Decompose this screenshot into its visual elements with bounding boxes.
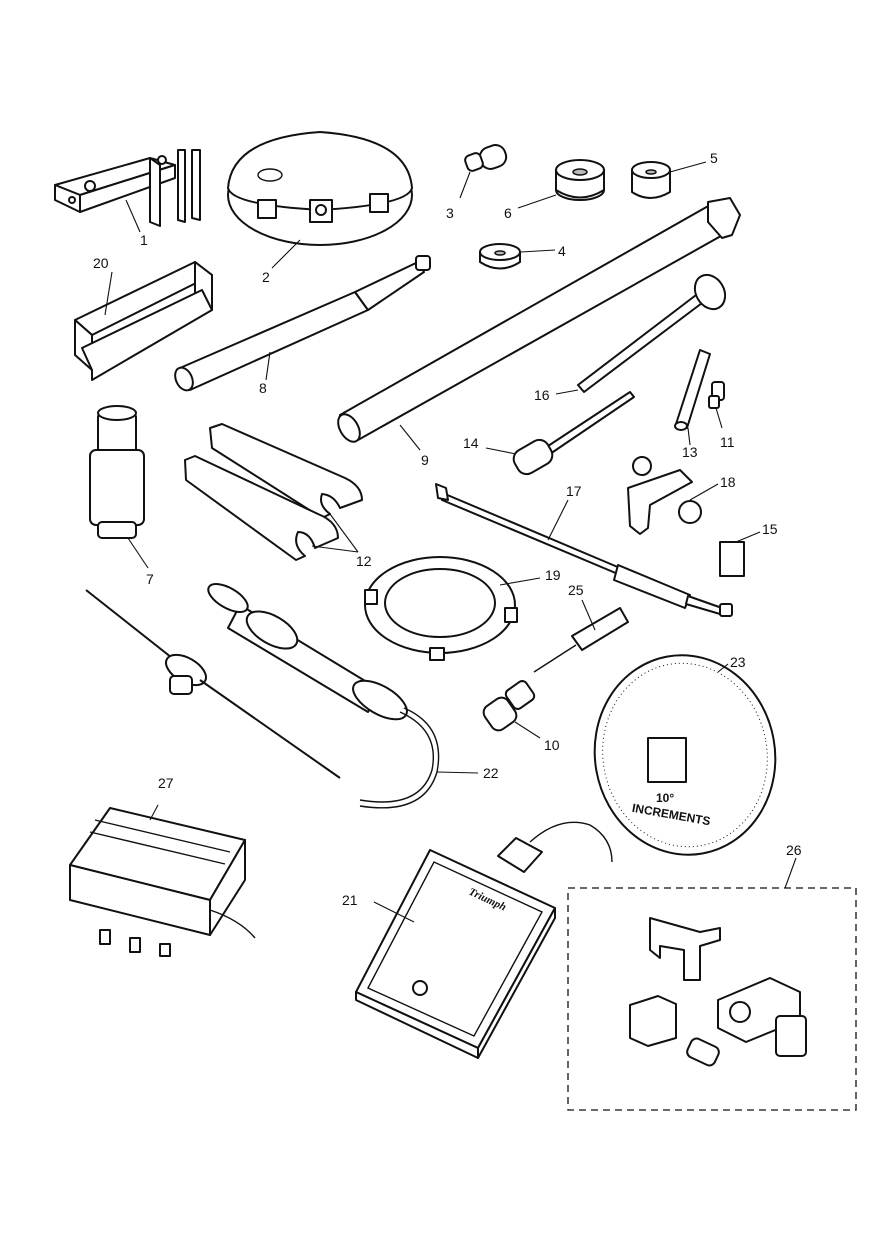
tool-27-module: 27 xyxy=(69,775,256,957)
tool-19-ring: 19 xyxy=(364,556,561,661)
tool-2-dome: 2 xyxy=(227,131,413,285)
callout-25: 25 xyxy=(568,582,584,598)
callout-22: 22 xyxy=(483,765,499,781)
tool-26-kit: 26 xyxy=(567,842,857,1111)
tool-16-shaft: 16 xyxy=(534,273,727,403)
tool-1-bracket: 1 xyxy=(54,149,201,248)
callout-9: 9 xyxy=(421,452,429,468)
tool-13-rod: 13 xyxy=(674,349,711,460)
callout-21: 21 xyxy=(342,892,358,908)
callout-5: 5 xyxy=(710,150,718,166)
callout-12: 12 xyxy=(356,553,372,569)
callout-6: 6 xyxy=(504,205,512,221)
tool-25-screwdriver: 25 xyxy=(533,582,629,673)
tool-3-plug: 3 xyxy=(446,144,508,221)
tool-4-disc: 4 xyxy=(479,243,566,270)
callout-4: 4 xyxy=(558,243,566,259)
callout-20: 20 xyxy=(93,255,109,271)
callout-23: 23 xyxy=(730,654,746,670)
dial-label-degrees: 10° xyxy=(656,791,674,805)
tool-9-tube: 9 xyxy=(337,197,741,468)
callout-14: 14 xyxy=(463,435,479,451)
tool-5-cup: 5 xyxy=(631,150,718,199)
callout-18: 18 xyxy=(720,474,736,490)
tool-20-channel: 20 xyxy=(74,255,213,381)
tool-23-dial: 10° INCREMENTS 23 xyxy=(593,654,777,856)
callout-3: 3 xyxy=(446,205,454,221)
tool-12-wrenches: 12 xyxy=(184,423,372,569)
tool-15-card: 15 xyxy=(719,521,778,577)
callout-15: 15 xyxy=(762,521,778,537)
callout-11: 11 xyxy=(720,434,735,450)
callout-10: 10 xyxy=(544,737,560,753)
callout-8: 8 xyxy=(259,380,267,396)
callout-2: 2 xyxy=(262,269,270,285)
tool-17-probe: 17 xyxy=(435,483,733,617)
tool-14-socket: 14 xyxy=(463,391,635,476)
tool-22-syringe: 22 xyxy=(85,583,499,809)
tool-11-nipple: 11 xyxy=(708,381,735,450)
tool-21-tester: Triumph 21 xyxy=(342,821,613,1059)
callout-27: 27 xyxy=(158,775,174,791)
tool-7-sleeve: 7 xyxy=(89,405,154,587)
tool-6-cup: 6 xyxy=(504,159,605,221)
callout-1: 1 xyxy=(140,232,148,248)
callout-13: 13 xyxy=(682,444,698,460)
tool-18-clamp: 18 xyxy=(627,456,736,535)
callout-17: 17 xyxy=(566,483,582,499)
callout-26: 26 xyxy=(786,842,802,858)
tool-10-adapter: 10 xyxy=(482,680,560,753)
callout-7: 7 xyxy=(146,571,154,587)
tool-8-bar: 8 xyxy=(174,255,431,396)
callout-16: 16 xyxy=(534,387,550,403)
callout-19: 19 xyxy=(545,567,561,583)
